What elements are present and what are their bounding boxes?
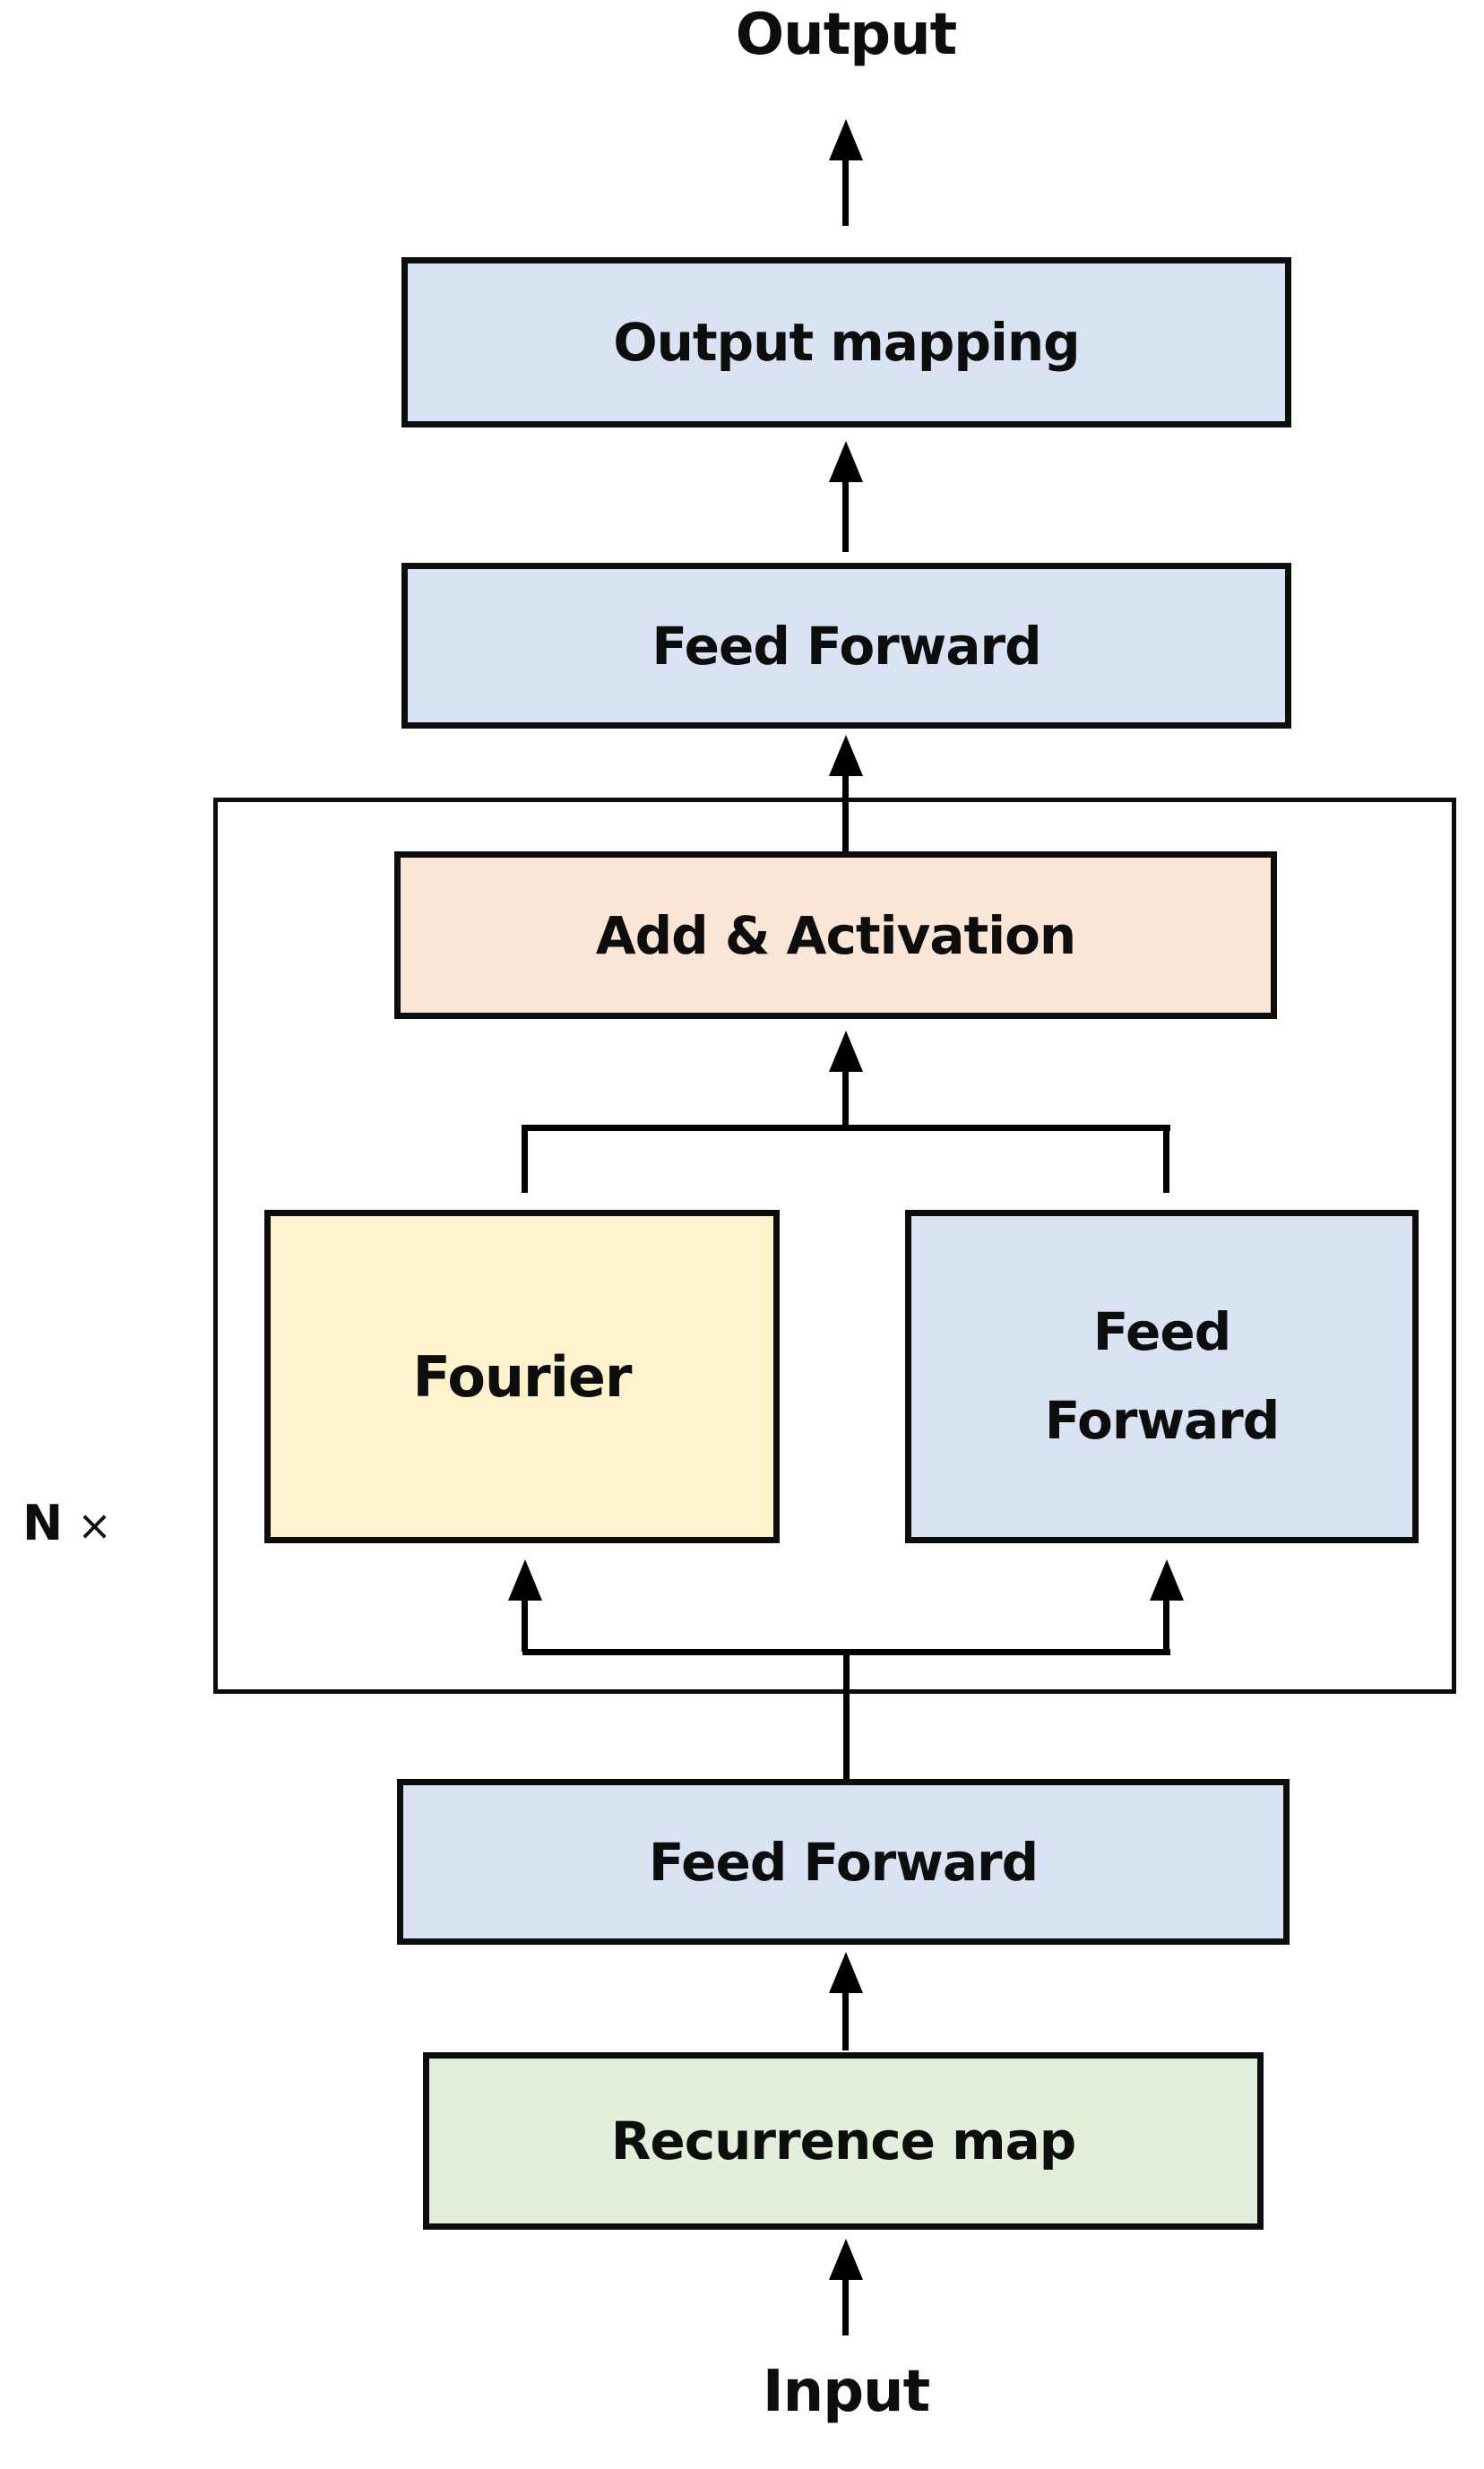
feed-forward-branch-box: Feed Forward [905,1210,1419,1543]
arrow-split-to-fourier [508,1559,542,1652]
recurrence-map-box: Recurrence map [423,2052,1264,2230]
add-activation-box: Add & Activation [394,851,1277,1019]
line-feedforwardbottom-to-split [843,1649,850,1779]
merge-connector-bar [522,1125,1170,1131]
feed-forward-top-label: Feed Forward [651,615,1041,677]
fourier-label: Fourier [412,1343,632,1410]
feed-forward-branch-label-line2: Forward [1044,1390,1281,1451]
arrow-outputmapping-to-output [829,119,863,226]
arrow-split-to-feedforward-branch [1150,1559,1184,1652]
output-mapping-box: Output mapping [401,257,1291,427]
arrow-shaft [842,2273,849,2335]
feed-forward-branch-label-line1: Feed [1092,1301,1231,1363]
output-mapping-label: Output mapping [613,312,1080,373]
arrow-shaft [842,1986,849,2050]
multiply-icon: × [77,1501,112,1550]
add-activation-label: Add & Activation [595,904,1076,966]
arrow-shaft [842,153,849,226]
repeat-block-frame [213,798,1456,1694]
arrow-merge-to-addactivation [829,1031,863,1128]
arrow-shaft [1163,1593,1169,1652]
arrow-shaft [842,1065,849,1128]
arrow-shaft [842,769,849,851]
feed-forward-bottom-label: Feed Forward [648,1831,1039,1893]
merge-stub-feedforward [1163,1125,1169,1193]
arrow-feedforward-to-outputmapping [829,441,863,552]
input-label: Input [762,2359,930,2425]
feed-forward-top-box: Feed Forward [401,563,1291,729]
arrow-shaft [522,1593,528,1652]
arrow-addactivation-to-feedforward [829,735,863,851]
fourier-box: Fourier [264,1210,780,1543]
feed-forward-bottom-box: Feed Forward [397,1779,1290,1945]
repeat-count-label: N × [22,1495,112,1551]
arrow-recurrence-to-feedforward [829,1952,863,2050]
merge-stub-fourier [522,1125,528,1193]
output-label: Output [735,2,958,68]
recurrence-map-label: Recurrence map [610,2111,1077,2171]
arrow-input-to-recurrence [829,2239,863,2335]
repeat-n: N [22,1495,64,1551]
arrow-shaft [842,475,849,552]
